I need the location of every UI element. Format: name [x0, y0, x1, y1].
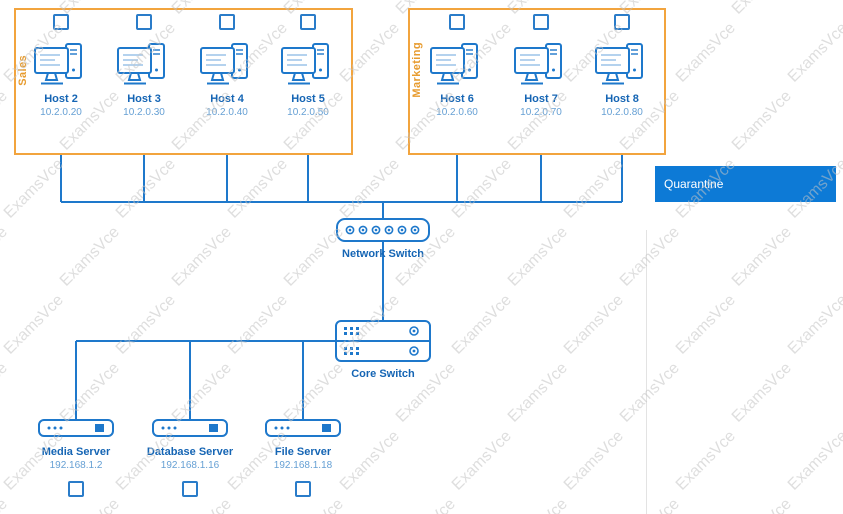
host-checkbox[interactable]: [300, 14, 316, 30]
host-host-3[interactable]: Host 3 10.2.0.30: [99, 14, 189, 118]
desktop-computer-icon: [514, 43, 562, 85]
quarantine-panel-border: [646, 230, 647, 514]
quarantine-button[interactable]: Quarantine: [655, 166, 836, 202]
host-host-6[interactable]: Host 6 10.2.0.60: [412, 14, 502, 118]
host-label: Host 6: [440, 93, 474, 105]
host-ip: 10.2.0.40: [206, 107, 248, 118]
host-checkbox[interactable]: [136, 14, 152, 30]
core-switch: Core Switch: [323, 320, 443, 380]
host-ip: 10.2.0.60: [436, 107, 478, 118]
host-label: Host 5: [291, 93, 325, 105]
host-host-7[interactable]: Host 7 10.2.0.70: [496, 14, 586, 118]
host-host-5[interactable]: Host 5 10.2.0.50: [263, 14, 353, 118]
server-icon: [152, 419, 228, 437]
host-ip: 10.2.0.80: [601, 107, 643, 118]
host-ip: 10.2.0.20: [40, 107, 82, 118]
host-ip: 10.2.0.50: [287, 107, 329, 118]
group-sales-box: [14, 8, 353, 155]
host-label: Host 3: [127, 93, 161, 105]
host-host-2[interactable]: Host 2 10.2.0.20: [16, 14, 106, 118]
server-label: Media Server: [41, 446, 111, 458]
host-host-8[interactable]: Host 8 10.2.0.80: [577, 14, 667, 118]
server-file-server[interactable]: File Server 192.168.1.18: [243, 419, 363, 497]
group-marketing-box: [408, 8, 666, 155]
desktop-computer-icon: [117, 43, 165, 85]
host-host-4[interactable]: Host 4 10.2.0.40: [182, 14, 272, 118]
host-checkbox[interactable]: [533, 14, 549, 30]
core-switch-label: Core Switch: [351, 368, 415, 380]
server-label: File Server: [274, 446, 332, 458]
server-ip: 192.168.1.2: [49, 460, 103, 471]
host-checkbox[interactable]: [449, 14, 465, 30]
host-checkbox[interactable]: [614, 14, 630, 30]
host-label: Host 8: [605, 93, 639, 105]
host-checkbox[interactable]: [219, 14, 235, 30]
desktop-computer-icon: [595, 43, 643, 85]
server-checkbox[interactable]: [295, 481, 311, 497]
server-checkbox[interactable]: [68, 481, 84, 497]
server-icon: [38, 419, 114, 437]
server-label: Database Server: [146, 446, 234, 458]
server-icon: [265, 419, 341, 437]
server-ip: 192.168.1.16: [160, 460, 220, 471]
server-database-server[interactable]: Database Server 192.168.1.16: [130, 419, 250, 497]
server-media-server[interactable]: Media Server 192.168.1.2: [16, 419, 136, 497]
desktop-computer-icon: [34, 43, 82, 85]
network-switch-icon: [336, 218, 430, 242]
desktop-computer-icon: [281, 43, 329, 85]
server-checkbox[interactable]: [182, 481, 198, 497]
desktop-computer-icon: [430, 43, 478, 85]
host-ip: 10.2.0.70: [520, 107, 562, 118]
network-switch-label: Network Switch: [342, 248, 424, 260]
host-label: Host 7: [524, 93, 558, 105]
network-switch: Network Switch: [323, 218, 443, 260]
host-checkbox[interactable]: [53, 14, 69, 30]
server-ip: 192.168.1.18: [273, 460, 333, 471]
host-ip: 10.2.0.30: [123, 107, 165, 118]
host-label: Host 4: [210, 93, 244, 105]
desktop-computer-icon: [200, 43, 248, 85]
core-switch-icon: [335, 320, 431, 362]
host-label: Host 2: [44, 93, 78, 105]
